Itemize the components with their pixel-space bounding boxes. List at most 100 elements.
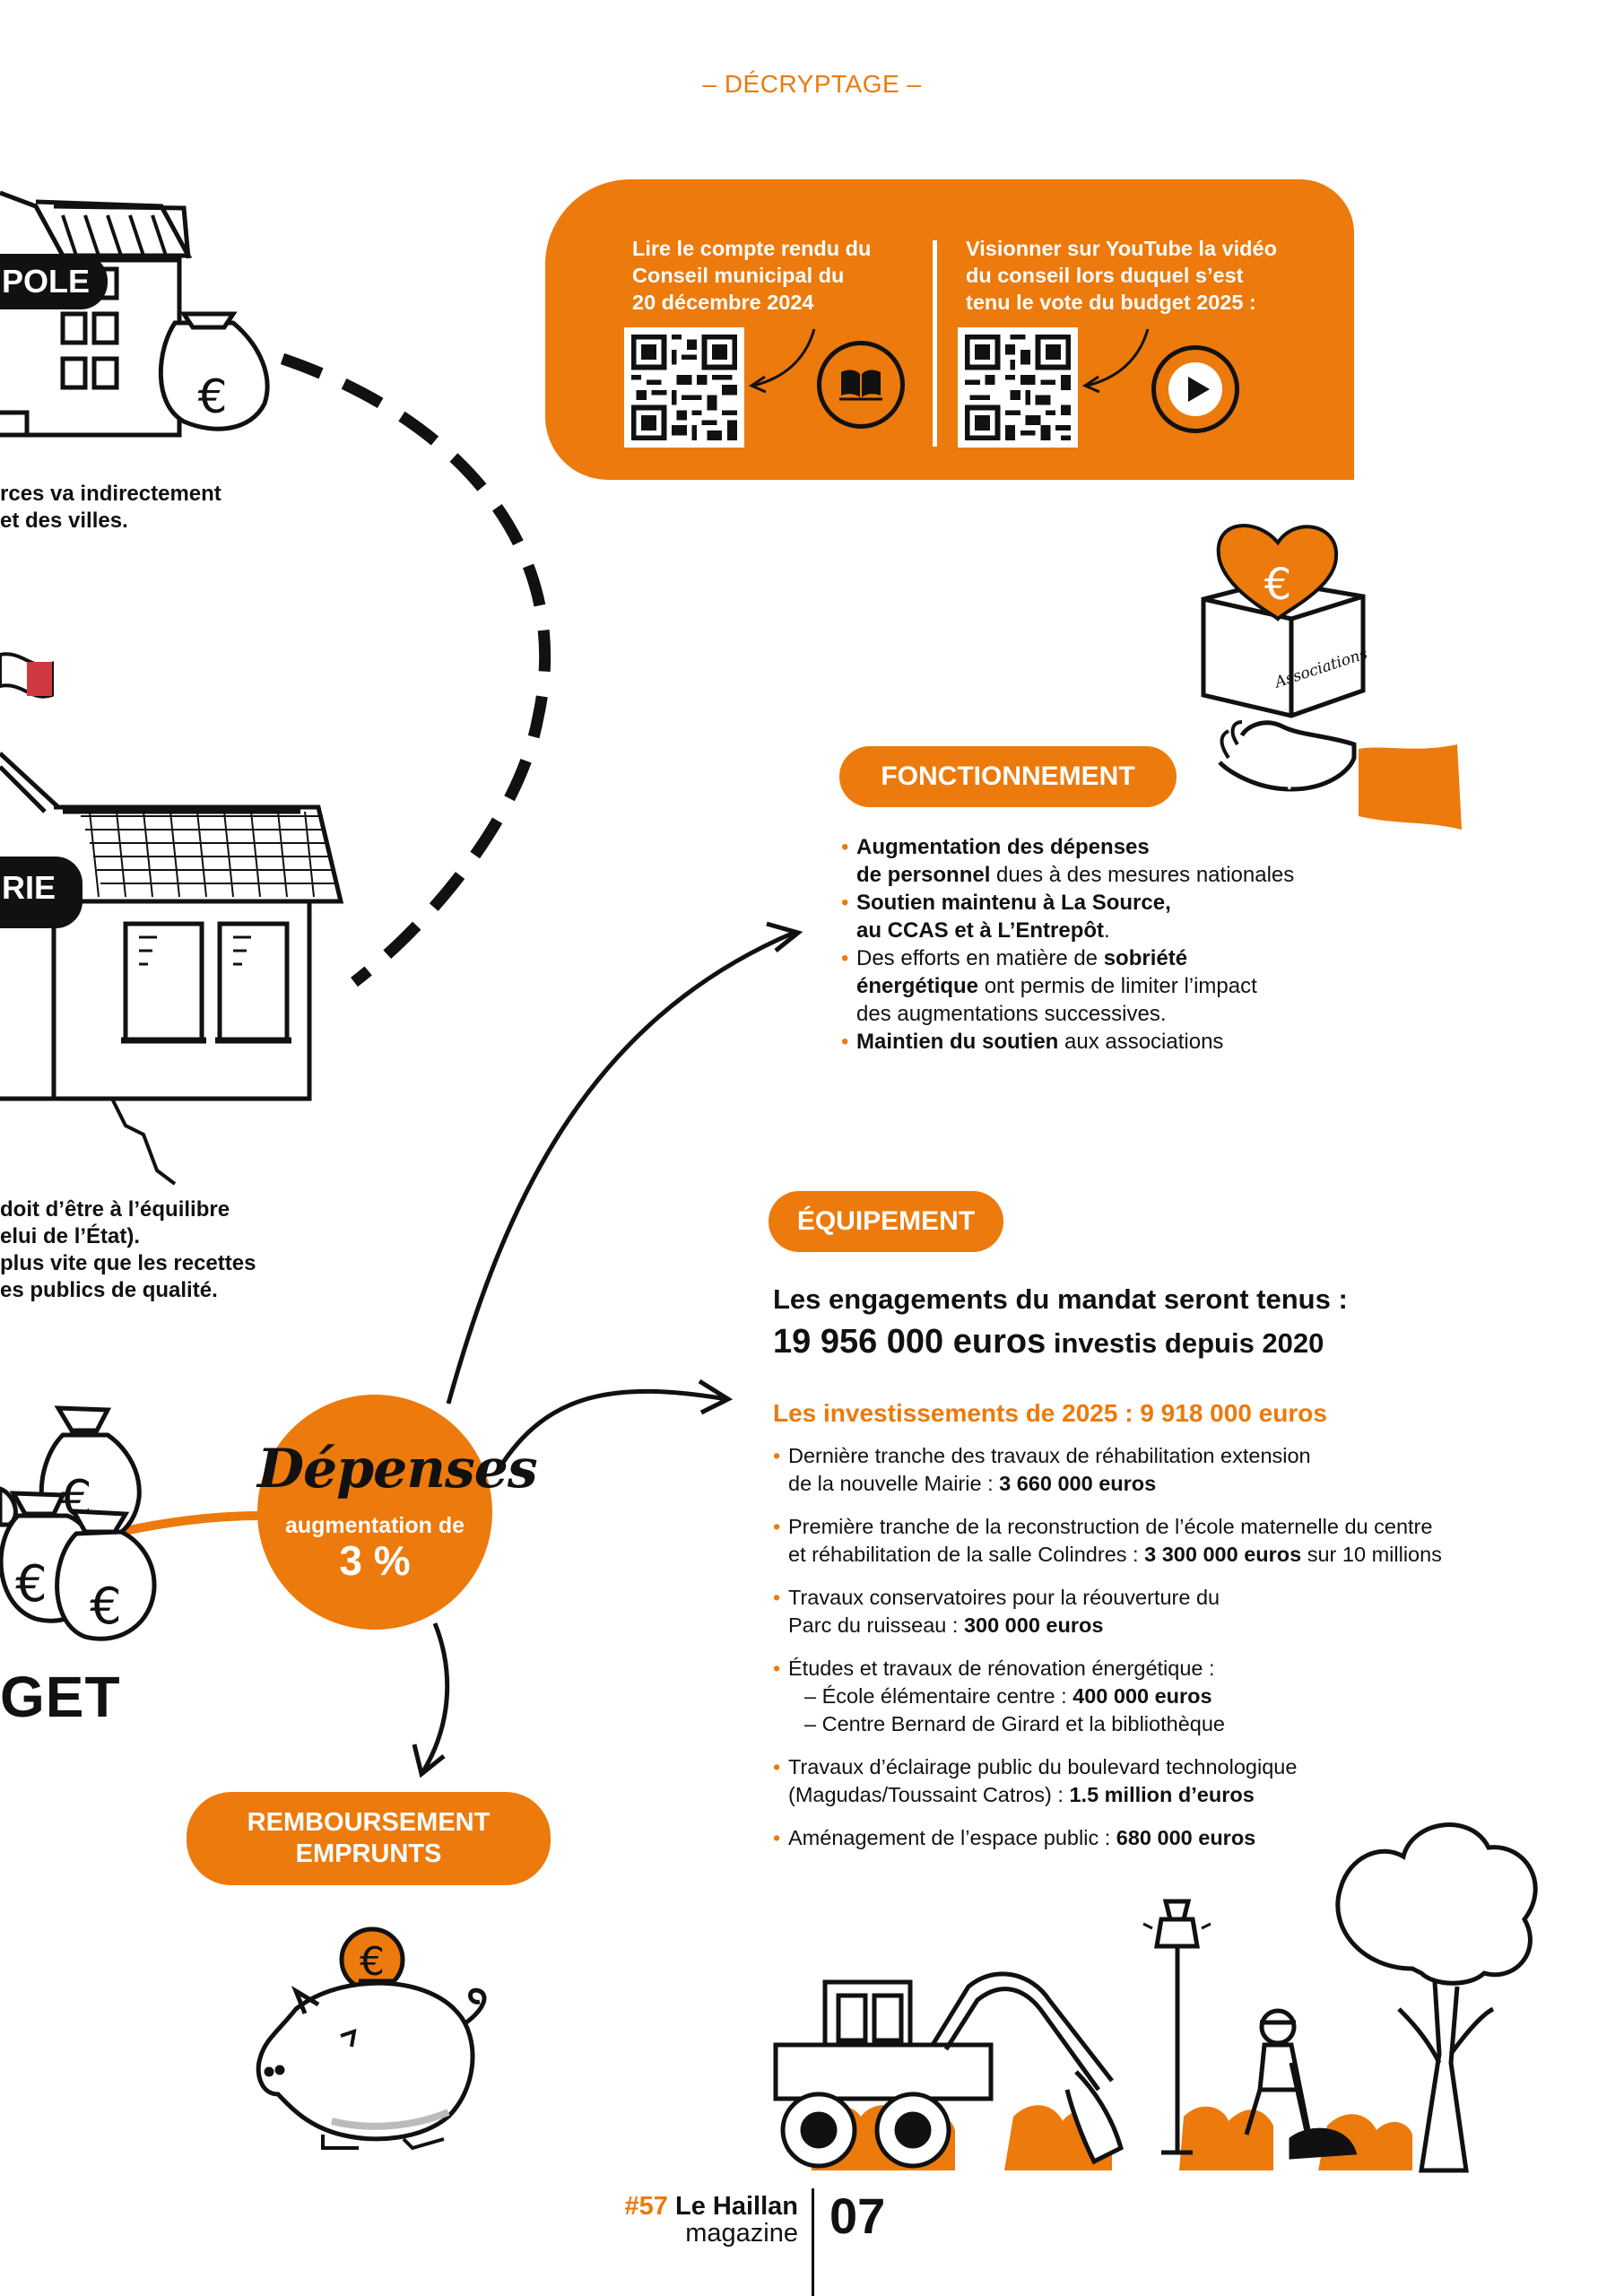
remboursement-line: REMBOURSEMENT — [247, 1808, 491, 1837]
item-bold: Soutien maintenu à La Source, — [856, 891, 1171, 915]
fonctionnement-pill: FONCTIONNEMENT — [839, 746, 1177, 807]
item-text: – École élémentaire centre : — [804, 1684, 1073, 1708]
caption-line: rces va indirectement — [0, 482, 221, 506]
mairie-building-illustration — [0, 752, 344, 1186]
qr-code-icon — [965, 335, 1071, 440]
youtube-qr-code[interactable] — [958, 327, 1078, 448]
mairie-label-pill: RIE — [0, 857, 83, 928]
svg-text:€: € — [360, 1939, 385, 1985]
footer-divider — [812, 2188, 814, 2296]
footer-brand: #57 Le Haillan magazine — [610, 2193, 798, 2247]
section-header: – DÉCRYPTAGE – — [702, 70, 922, 98]
svg-text:€: € — [1264, 560, 1292, 610]
caption-line: doit d’être à l’équilibre — [0, 1197, 230, 1222]
equipement-headline: Les engagements du mandat seront tenus :… — [773, 1281, 1580, 1370]
list-item: Soutien maintenu à La Source, au CCAS et… — [841, 889, 1397, 944]
association-donation-illustration: € Associations — [1201, 524, 1462, 830]
item-text: . — [1104, 918, 1110, 943]
headline-rest: investis depuis 2020 — [1046, 1327, 1324, 1359]
depenses-value: 3 % — [339, 1537, 411, 1584]
info-line: du conseil lors duquel s’est — [966, 264, 1244, 287]
sub-item: – Centre Bernard de Girard et la bibliot… — [804, 1712, 1225, 1735]
info-line: Conseil municipal du — [632, 264, 845, 287]
item-text: et réhabilitation de la salle Colindres … — [788, 1543, 1145, 1566]
info-box: Lire le compte rendu du Conseil municipa… — [545, 179, 1354, 480]
sub-item: – École élémentaire centre : 400 000 eur… — [788, 1683, 1580, 1710]
book-icon[interactable] — [817, 341, 905, 429]
list-item: Aménagement de l’espace public : 680 000… — [773, 1824, 1580, 1852]
equipement-title: ÉQUIPEMENT — [796, 1206, 976, 1236]
headline-amount-line: 19 956 000 euros investis depuis 2020 — [773, 1320, 1580, 1370]
caption-line: et des villes. — [0, 509, 128, 533]
metropole-label-text: POLE — [2, 263, 91, 300]
item-bold: de personnel — [856, 863, 991, 887]
qr-pointer-arrow — [743, 325, 823, 401]
equipement-pill: ÉQUIPEMENT — [769, 1191, 1003, 1252]
depenses-subtitle: augmentation de — [284, 1513, 465, 1538]
metropole-caption: rces va indirectement et des villes. — [0, 481, 221, 535]
construction-illustration — [773, 1822, 1538, 2173]
list-item: Des efforts en matière de sobriété énerg… — [841, 944, 1397, 1028]
item-text: Dernière tranche des travaux de réhabili… — [788, 1444, 1311, 1467]
youtube-text: Visionner sur YouTube la vidéo du consei… — [966, 235, 1277, 316]
svg-text:€: € — [197, 370, 227, 424]
item-text: Parc du ruisseau : — [788, 1613, 964, 1637]
footer-brand-name: Le Haillan — [675, 2192, 798, 2221]
list-item: Études et travaux de rénovation énergéti… — [773, 1655, 1580, 1738]
qr-code-icon — [631, 335, 737, 440]
item-bold: Augmentation des dépenses — [856, 835, 1150, 859]
budget-word: GET — [0, 1665, 121, 1729]
compte-rendu-qr-code[interactable] — [624, 327, 744, 448]
fonctionnement-list: Augmentation des dépenses de personnel d… — [841, 833, 1397, 1056]
compte-rendu-text: Lire le compte rendu du Conseil municipa… — [632, 235, 871, 316]
flag-icon — [0, 652, 54, 699]
play-icon[interactable] — [1151, 345, 1239, 433]
item-text: Des efforts en matière de — [856, 946, 1104, 970]
depenses-circle: Dépenses augmentation de 3 % — [257, 1395, 538, 1630]
info-divider — [933, 240, 937, 447]
item-text: des augmentations successives. — [856, 1002, 1167, 1026]
list-item: Augmentation des dépenses de personnel d… — [841, 833, 1397, 889]
item-text: dues à des mesures nationales — [990, 863, 1295, 887]
metropole-label-pill: POLE — [0, 254, 108, 309]
metropole-building-illustration — [0, 190, 193, 438]
item-amount: 1.5 million d’euros — [1069, 1783, 1255, 1806]
info-line: Lire le compte rendu du — [632, 237, 872, 260]
page-number: 07 — [829, 2187, 886, 2244]
list-item: Dernière tranche des travaux de réhabili… — [773, 1442, 1580, 1498]
money-bag-icon: € — [158, 311, 270, 431]
item-text: ont permis de limiter l’impact — [978, 974, 1257, 998]
investissements-list: Dernière tranche des travaux de réhabili… — [773, 1442, 1580, 1867]
item-amount: 680 000 euros — [1116, 1826, 1256, 1849]
caption-line: es publics de qualité. — [0, 1278, 218, 1302]
item-bold: sobriété — [1103, 946, 1188, 970]
item-text: sur 10 millions — [1301, 1543, 1442, 1566]
footer-brand-line: #57 Le Haillan — [610, 2193, 798, 2220]
fonctionnement-title: FONCTIONNEMENT — [881, 761, 1135, 791]
dashed-flow-arc — [280, 352, 551, 987]
item-text: Études et travaux de rénovation énergéti… — [788, 1657, 1215, 1680]
item-text: Première tranche de la reconstruction de… — [788, 1515, 1433, 1538]
item-amount: 400 000 euros — [1073, 1684, 1212, 1708]
remboursement-pill: REMBOURSEMENT EMPRUNTS — [187, 1792, 551, 1885]
info-line: Visionner sur YouTube la vidéo — [966, 237, 1277, 260]
caption-line: elui de l’État). — [0, 1224, 141, 1248]
list-item: Maintien du soutien aux associations — [841, 1028, 1397, 1056]
caption-line: plus vite que les recettes — [0, 1251, 256, 1275]
item-text: Travaux d’éclairage public du boulevard … — [788, 1755, 1298, 1779]
mairie-label-text: RIE — [2, 869, 56, 906]
item-text: Travaux conservatoires pour la réouvertu… — [788, 1586, 1220, 1609]
footer-magazine: magazine — [685, 2219, 798, 2248]
item-bold: énergétique — [856, 974, 979, 998]
investissements-subtitle: Les investissements de 2025 : 9 918 000 … — [773, 1399, 1327, 1427]
info-line: 20 décembre 2024 — [632, 291, 814, 314]
item-amount: 3 660 000 euros — [999, 1472, 1157, 1495]
roof-tiles — [81, 811, 338, 898]
footer-issue: #57 — [624, 2192, 668, 2221]
item-bold: Maintien du soutien — [856, 1030, 1059, 1054]
item-text: Aménagement de l’espace public : — [788, 1826, 1116, 1849]
flow-arrows — [412, 921, 803, 1779]
item-text: aux associations — [1058, 1030, 1224, 1054]
item-text: de la nouvelle Mairie : — [788, 1472, 1000, 1495]
